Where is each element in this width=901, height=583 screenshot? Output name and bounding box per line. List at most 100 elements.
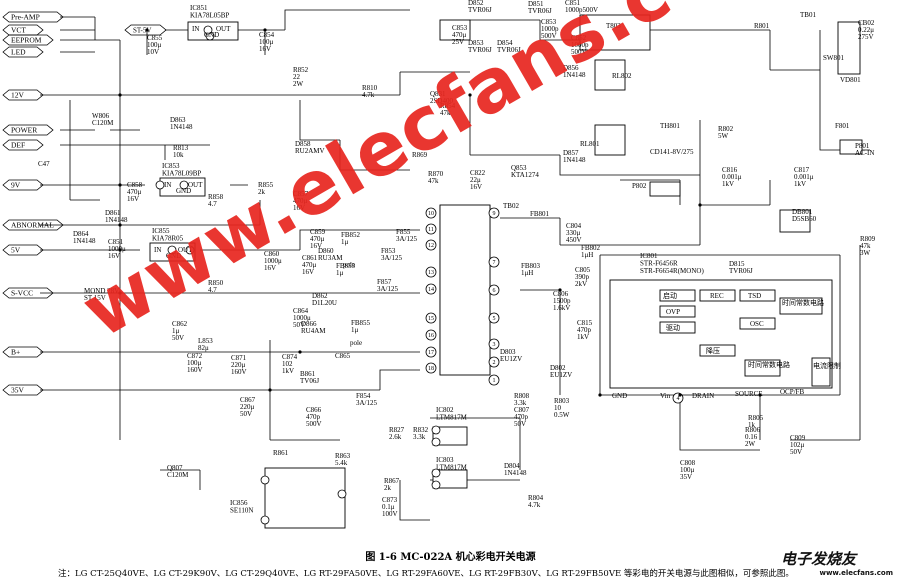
label-c807-1: 470p (514, 413, 529, 421)
label-f801-0: F801 (835, 122, 850, 130)
pin-number-13: 13 (428, 270, 434, 276)
label-r810-0: R810 (362, 84, 378, 92)
aux-pin-8 (155, 180, 165, 190)
label-d815-1: TVR06J (729, 267, 753, 275)
signal-v12: 12V (2, 89, 44, 101)
label-r855-1: 2k (258, 188, 266, 196)
label-d853-0: D853 (468, 39, 484, 47)
label-c808-1: 100μ (680, 466, 695, 474)
label-tb02-0: TB02 (503, 202, 519, 210)
signal-arrow-abnormal (2, 219, 64, 231)
signal-vct: VCT (2, 24, 44, 36)
pin-number-14: 14 (428, 287, 434, 293)
label-c862-0: C862 (172, 320, 188, 328)
signal-label-def: DEF (11, 141, 25, 150)
label-fb802-0: FB802 (581, 244, 601, 252)
tb02-pin-14: 14 (425, 283, 437, 295)
label-b861-1: TV06J (300, 377, 319, 385)
label-r809-0: R809 (860, 235, 876, 243)
junction-dot-3 (118, 248, 122, 252)
label-c872-2: 160V (187, 366, 203, 374)
label-r867-1: 2k (384, 484, 392, 492)
reg-pin-in-0: IN (192, 25, 199, 33)
ic801-block-label-8: 时间常数电路 (748, 360, 790, 369)
label-c809-0: C809 (790, 434, 806, 442)
label-c864-1: 1000μ (293, 314, 311, 322)
pin-number-18: 18 (428, 366, 434, 372)
label-d861-0: D861 (105, 209, 121, 217)
label-c860-0: C860 (264, 250, 280, 258)
logo-text-cn: 电子发烧友 (781, 550, 857, 568)
pin-circle-6 (488, 284, 500, 296)
label-r867-0: R867 (384, 477, 400, 485)
signal-label-bplus: B+ (11, 348, 20, 357)
label-w806-0: W806 (92, 112, 110, 120)
label-c867-0: C867 (240, 396, 256, 404)
label-c873-1: 0.1μ (382, 503, 395, 511)
reg-pin-in-2: IN (154, 246, 161, 254)
tb02-pin-10: 10 (425, 207, 437, 219)
pin-number-9: 9 (493, 211, 496, 217)
label-r801-0: R801 (754, 22, 770, 30)
label-r855-0: R855 (258, 181, 274, 189)
label-d863-0: D863 (170, 116, 186, 124)
label-c817-0: C817 (794, 166, 810, 174)
signal-eeprom: EEPROM (2, 34, 54, 46)
pin-circle-2 (488, 356, 500, 368)
label-c864-2: 50V (293, 321, 305, 329)
label-db801-1: D5SB60 (792, 215, 817, 223)
label-r870-0: R870 (428, 170, 444, 178)
signal-v35: 35V (2, 384, 44, 396)
signal-arrow-v9 (2, 179, 44, 191)
ic801-pin-0: GND (612, 392, 627, 400)
site-logo[interactable]: 电子发烧友 www.elecfans.com (781, 548, 893, 580)
logo-text-en: www.elecfans.com (819, 569, 894, 577)
tb02-pin-2: 2 (488, 356, 500, 368)
label-mond-0: MOND 28V (84, 287, 119, 295)
label-d858-1: RU2AMV (295, 147, 325, 155)
label-th801-0: TH801 (660, 122, 680, 130)
signal-label-pre_amp: Pre-AMP (11, 13, 40, 22)
label-c866-2: 500V (306, 420, 322, 428)
aux-pin-2 (337, 489, 347, 499)
junction-dot-7 (468, 93, 472, 97)
junction-dot-0 (118, 93, 122, 97)
ic801-block-label-3: OVP (666, 308, 680, 316)
label-p802-0: P802 (632, 182, 647, 190)
tb02-pin-18: 18 (425, 362, 437, 374)
signal-label-svcc: S-VCC (11, 289, 33, 298)
signal-label-power: POWER (11, 126, 37, 135)
junction-dot-14 (298, 350, 302, 354)
tb02-pin-16: 16 (425, 329, 437, 341)
label-r827-0: R827 (389, 426, 405, 434)
label-r802-0: R802 (718, 125, 734, 133)
label-c816-1: 0.001μ (722, 173, 742, 181)
label-d864-1: 1N4148 (73, 237, 96, 245)
label-c862-1: 1μ (172, 327, 180, 335)
label-p801-0: P801 (855, 142, 870, 150)
pin-number-11: 11 (428, 227, 434, 233)
label-r854-1: 47k (440, 109, 451, 117)
signal-label-v9: 9V (11, 181, 21, 190)
label-r869-0: R869 (412, 151, 428, 159)
label-c807-0: C807 (514, 406, 530, 414)
label-d857-0: D857 (563, 149, 579, 157)
reg-pin-gnd-2: GND (166, 252, 181, 260)
label-rl801-0: RL801 (580, 140, 600, 148)
signal-arrow-pre_amp (2, 11, 64, 23)
label-c855-2: 10V (147, 48, 159, 56)
label-pole1-0: pole (343, 261, 355, 269)
label-d862-1: D1L20U (312, 299, 337, 307)
aux-pin-4 (431, 437, 441, 447)
label-c865-0: C865 (335, 352, 351, 360)
ic801-block-label-7: 时间常数电路 (782, 298, 824, 307)
ic801-block-5 (739, 317, 776, 330)
label-r852-2: 2W (293, 80, 304, 88)
signal-arrow-power (2, 124, 54, 136)
junction-dot-2 (118, 223, 122, 227)
label-d852-1: TVR06J (468, 6, 492, 14)
ic801-block-label-2: TSD (748, 292, 761, 300)
label-r854-0: R854 (440, 102, 456, 110)
tb02-pin-9: 9 (488, 207, 500, 219)
label-d861-1: 1N4148 (105, 216, 128, 224)
